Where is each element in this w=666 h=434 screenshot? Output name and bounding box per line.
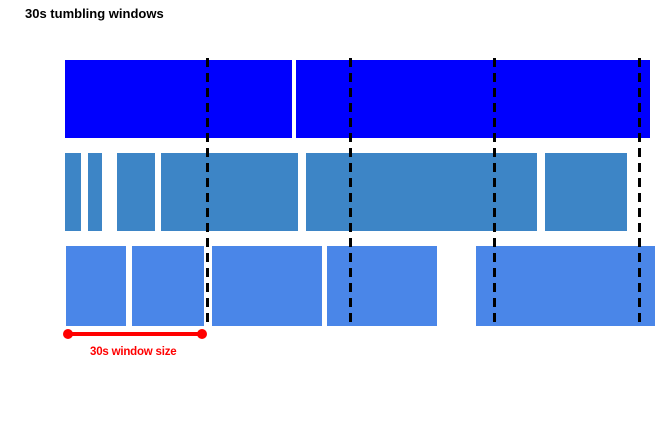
activity-segment-stream-2 — [88, 153, 102, 231]
activity-segment-stream-1 — [65, 60, 292, 138]
activity-segment-stream-2 — [545, 153, 627, 231]
window-boundary-line — [205, 58, 209, 326]
window-size-label: 30s window size — [90, 346, 177, 358]
activity-segment-stream-3 — [132, 246, 204, 326]
window-size-arrow — [68, 332, 202, 336]
activity-segment-stream-3 — [327, 246, 437, 326]
activity-segment-stream-3 — [212, 246, 322, 326]
activity-segment-stream-3 — [476, 246, 655, 326]
activity-segment-stream-2 — [306, 153, 537, 231]
window-boundary-line — [492, 58, 496, 326]
activity-segment-stream-2 — [117, 153, 155, 231]
arrow-endpoint-dot — [197, 329, 207, 339]
window-boundary-line — [637, 58, 641, 326]
activity-segment-stream-3 — [66, 246, 126, 326]
activity-segment-stream-2 — [65, 153, 81, 231]
figure-title: 30s tumbling windows — [25, 6, 164, 21]
activity-segment-stream-2 — [161, 153, 298, 231]
arrow-endpoint-dot — [63, 329, 73, 339]
activity-segment-stream-1 — [296, 60, 650, 138]
window-boundary-line — [348, 58, 352, 326]
